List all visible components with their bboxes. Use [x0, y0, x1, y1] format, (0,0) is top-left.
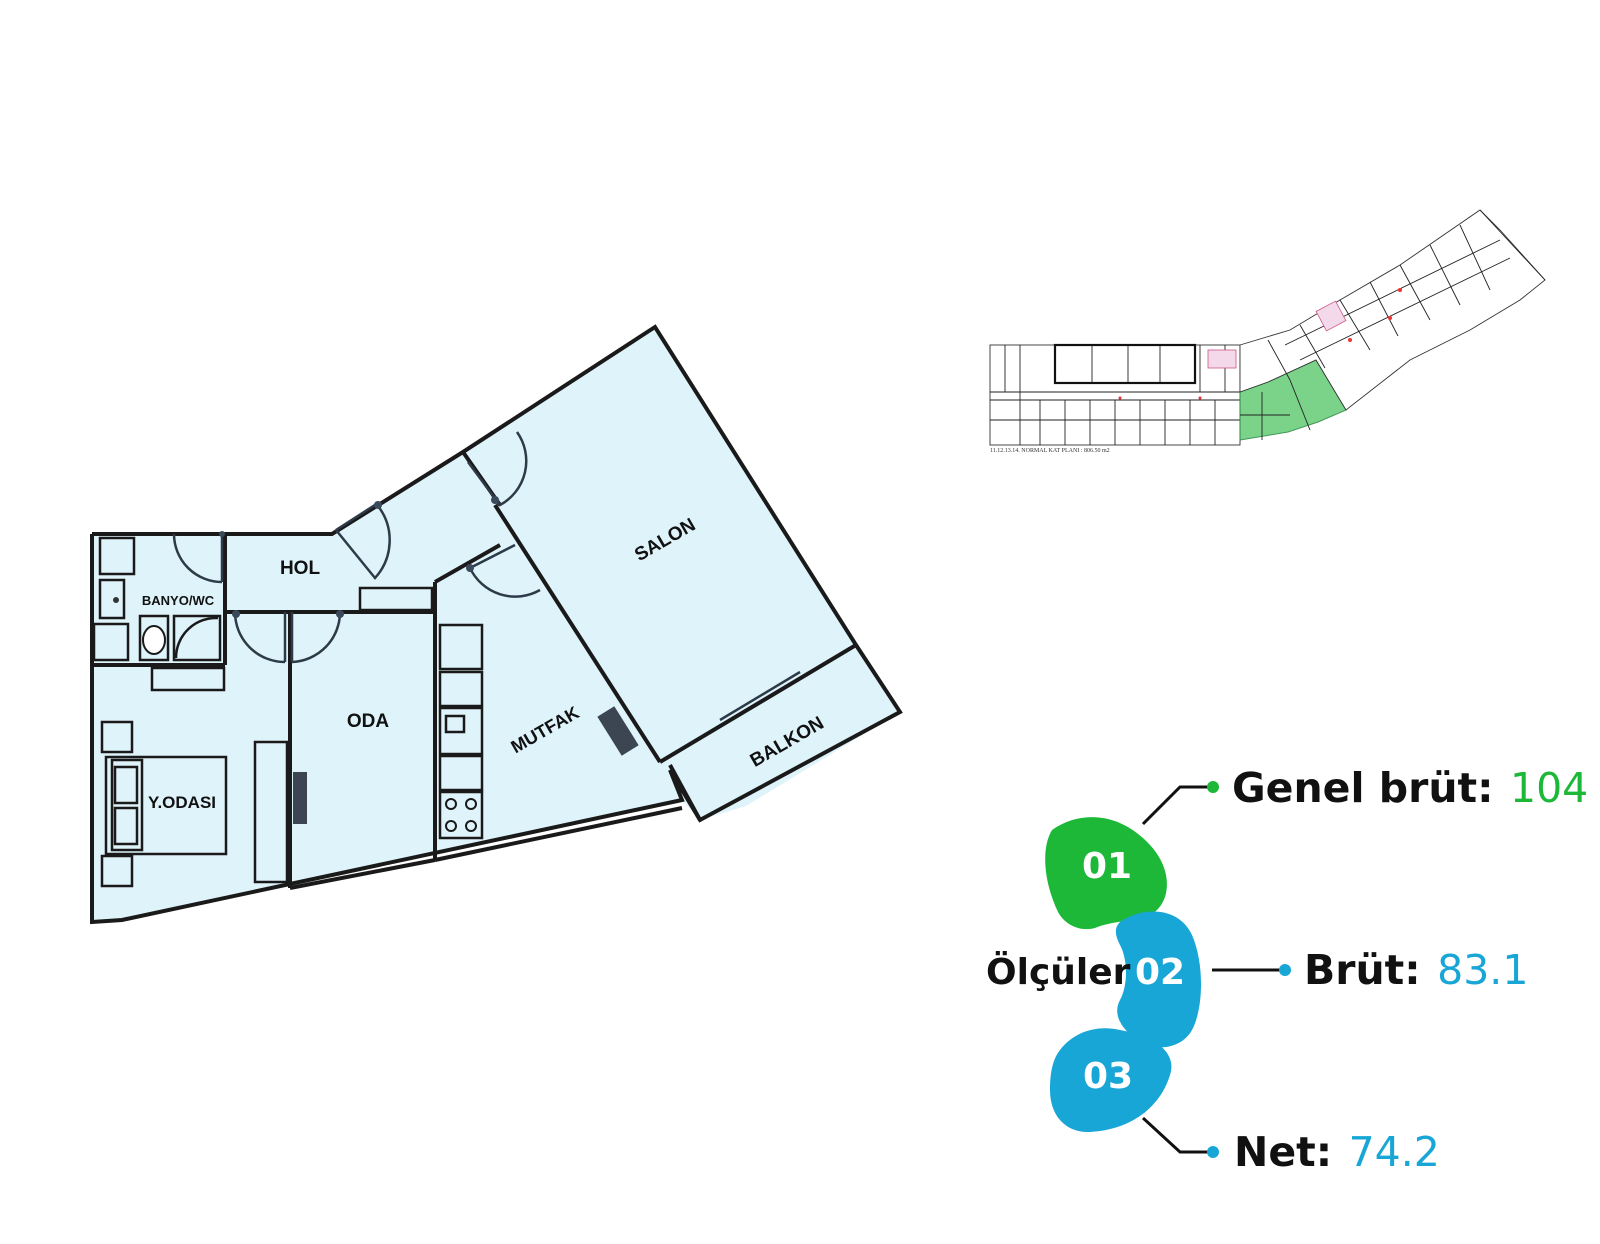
site-plan-caption: 11.12.13.14. NORMAL KAT PLANI : 806.50 m…: [990, 448, 1110, 454]
connector-dot-01: [1207, 781, 1219, 793]
connector-dot-02: [1279, 964, 1291, 976]
counter-1: [438, 670, 484, 708]
legend-value-01: 104: [1510, 764, 1588, 812]
site-stair-right: [1315, 300, 1347, 332]
room-label-banyo: BANYO/WC: [142, 593, 215, 608]
door-mutfak: [468, 567, 541, 598]
site-key-plan: 11.12.13.14. NORMAL KAT PLANI : 806.50 m…: [989, 209, 1546, 454]
door-entrance: [335, 505, 391, 580]
connector-01: [1141, 785, 1213, 826]
sink-drain: [113, 597, 119, 603]
wall-salon-mutfak: [493, 503, 662, 764]
door-oda: [291, 611, 342, 664]
nightstand-bottom: [100, 854, 134, 888]
legend-value-02: 83.1: [1437, 946, 1528, 994]
legend-row-02: Brüt: 83.1: [1304, 946, 1528, 994]
door-banyo: [172, 533, 223, 584]
pillow-1: [113, 765, 139, 805]
connector-dot-03: [1207, 1146, 1219, 1158]
site-highlight-details: [1240, 379, 1311, 440]
hol-shoe-cabinet: [358, 586, 434, 612]
stove: [438, 790, 484, 840]
door-hinges: [219, 496, 499, 618]
segment-02-number: 02: [1135, 952, 1185, 993]
door-yodasi: [233, 611, 286, 664]
site-units-left: [990, 345, 1240, 445]
oda-radiator: [293, 772, 307, 824]
room-label-hol: HOL: [280, 558, 321, 579]
measurements-legend: 01 02 03 Ölçüler Genel brüt: 104 Brüt: 8…: [986, 764, 1588, 1176]
legend-row-03: Net: 74.2: [1234, 1128, 1440, 1176]
site-stair-left: [1207, 349, 1237, 369]
wall-salon-balkon: [658, 643, 858, 764]
salon-radiator: [597, 706, 639, 756]
shower-arc: [174, 616, 219, 659]
wall-mutfak-top: [434, 543, 501, 584]
site-wing-right: [1239, 209, 1546, 411]
stove-burners: [445, 798, 477, 832]
outer-wall-balkon: [668, 764, 702, 821]
pillow-2: [113, 806, 139, 846]
site-core: [1053, 343, 1197, 385]
door-salon: [466, 431, 528, 507]
legend-value-03: 74.2: [1349, 1128, 1440, 1176]
door-mutfak-leaf: [469, 543, 516, 570]
sink-basin: [444, 714, 466, 734]
wall-bottom-joint: [289, 858, 436, 890]
room-label-yodasi: Y.ODASI: [148, 793, 216, 812]
wall-bottom-mutfak: [434, 806, 683, 862]
door-entrance-frame: [335, 501, 379, 532]
outer-wall: [90, 324, 903, 925]
floor-plan: HOL BANYO/WC SALON ODA MUTFAK Y.ODASI BA…: [90, 324, 903, 925]
toilet-bowl: [142, 625, 166, 655]
wardrobe: [253, 740, 289, 884]
legend-label-02: Brüt:: [1304, 946, 1421, 994]
segment-03-number: 03: [1083, 1056, 1133, 1097]
fridge: [438, 623, 484, 671]
segment-01-number: 01: [1082, 846, 1132, 887]
legend-label-03: Net:: [1234, 1128, 1332, 1176]
segment-03: [1050, 1028, 1172, 1133]
connector-03: [1141, 1116, 1213, 1154]
nightstand-top: [100, 720, 134, 754]
legend-title: Ölçüler: [986, 951, 1131, 993]
segment-01: [1045, 817, 1167, 930]
legend-label-01: Genel brüt:: [1232, 764, 1494, 812]
banyo-cabinet: [98, 536, 136, 576]
site-markers: [1118, 288, 1402, 400]
site-units-right: [1267, 209, 1546, 381]
legend-row-01: Genel brüt: 104: [1232, 764, 1588, 812]
banyo-washer: [92, 622, 130, 662]
counter-2: [438, 754, 484, 792]
banyo-shelf: [150, 666, 226, 692]
balcony-door: [719, 670, 801, 722]
room-label-oda: ODA: [347, 711, 390, 732]
banyo-sink: [98, 578, 126, 620]
segment-02: [1115, 911, 1202, 1048]
